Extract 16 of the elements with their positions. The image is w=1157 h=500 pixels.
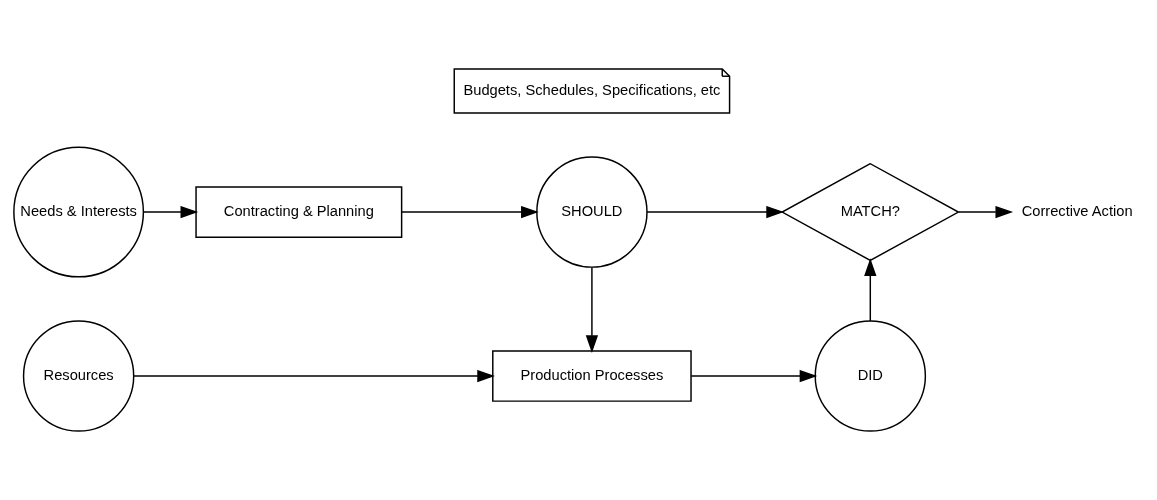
node-circle: DID xyxy=(814,320,927,432)
arrow xyxy=(864,258,877,322)
arrow xyxy=(958,205,1014,219)
arrow xyxy=(400,205,539,219)
node-diamond: MATCH? xyxy=(780,162,960,262)
arrow xyxy=(690,369,818,383)
arrow xyxy=(585,266,599,353)
node-circle: Needs & Interests xyxy=(13,146,145,278)
node-box: Contracting & Planning xyxy=(195,186,403,238)
node-text: Corrective Action xyxy=(1021,202,1133,219)
arrow xyxy=(646,205,784,219)
node-circle: Resources xyxy=(22,320,135,432)
node-box: Production Processes xyxy=(492,350,692,402)
arrow xyxy=(133,369,495,383)
node-circle: SHOULD xyxy=(536,156,648,268)
arrow xyxy=(143,205,199,219)
